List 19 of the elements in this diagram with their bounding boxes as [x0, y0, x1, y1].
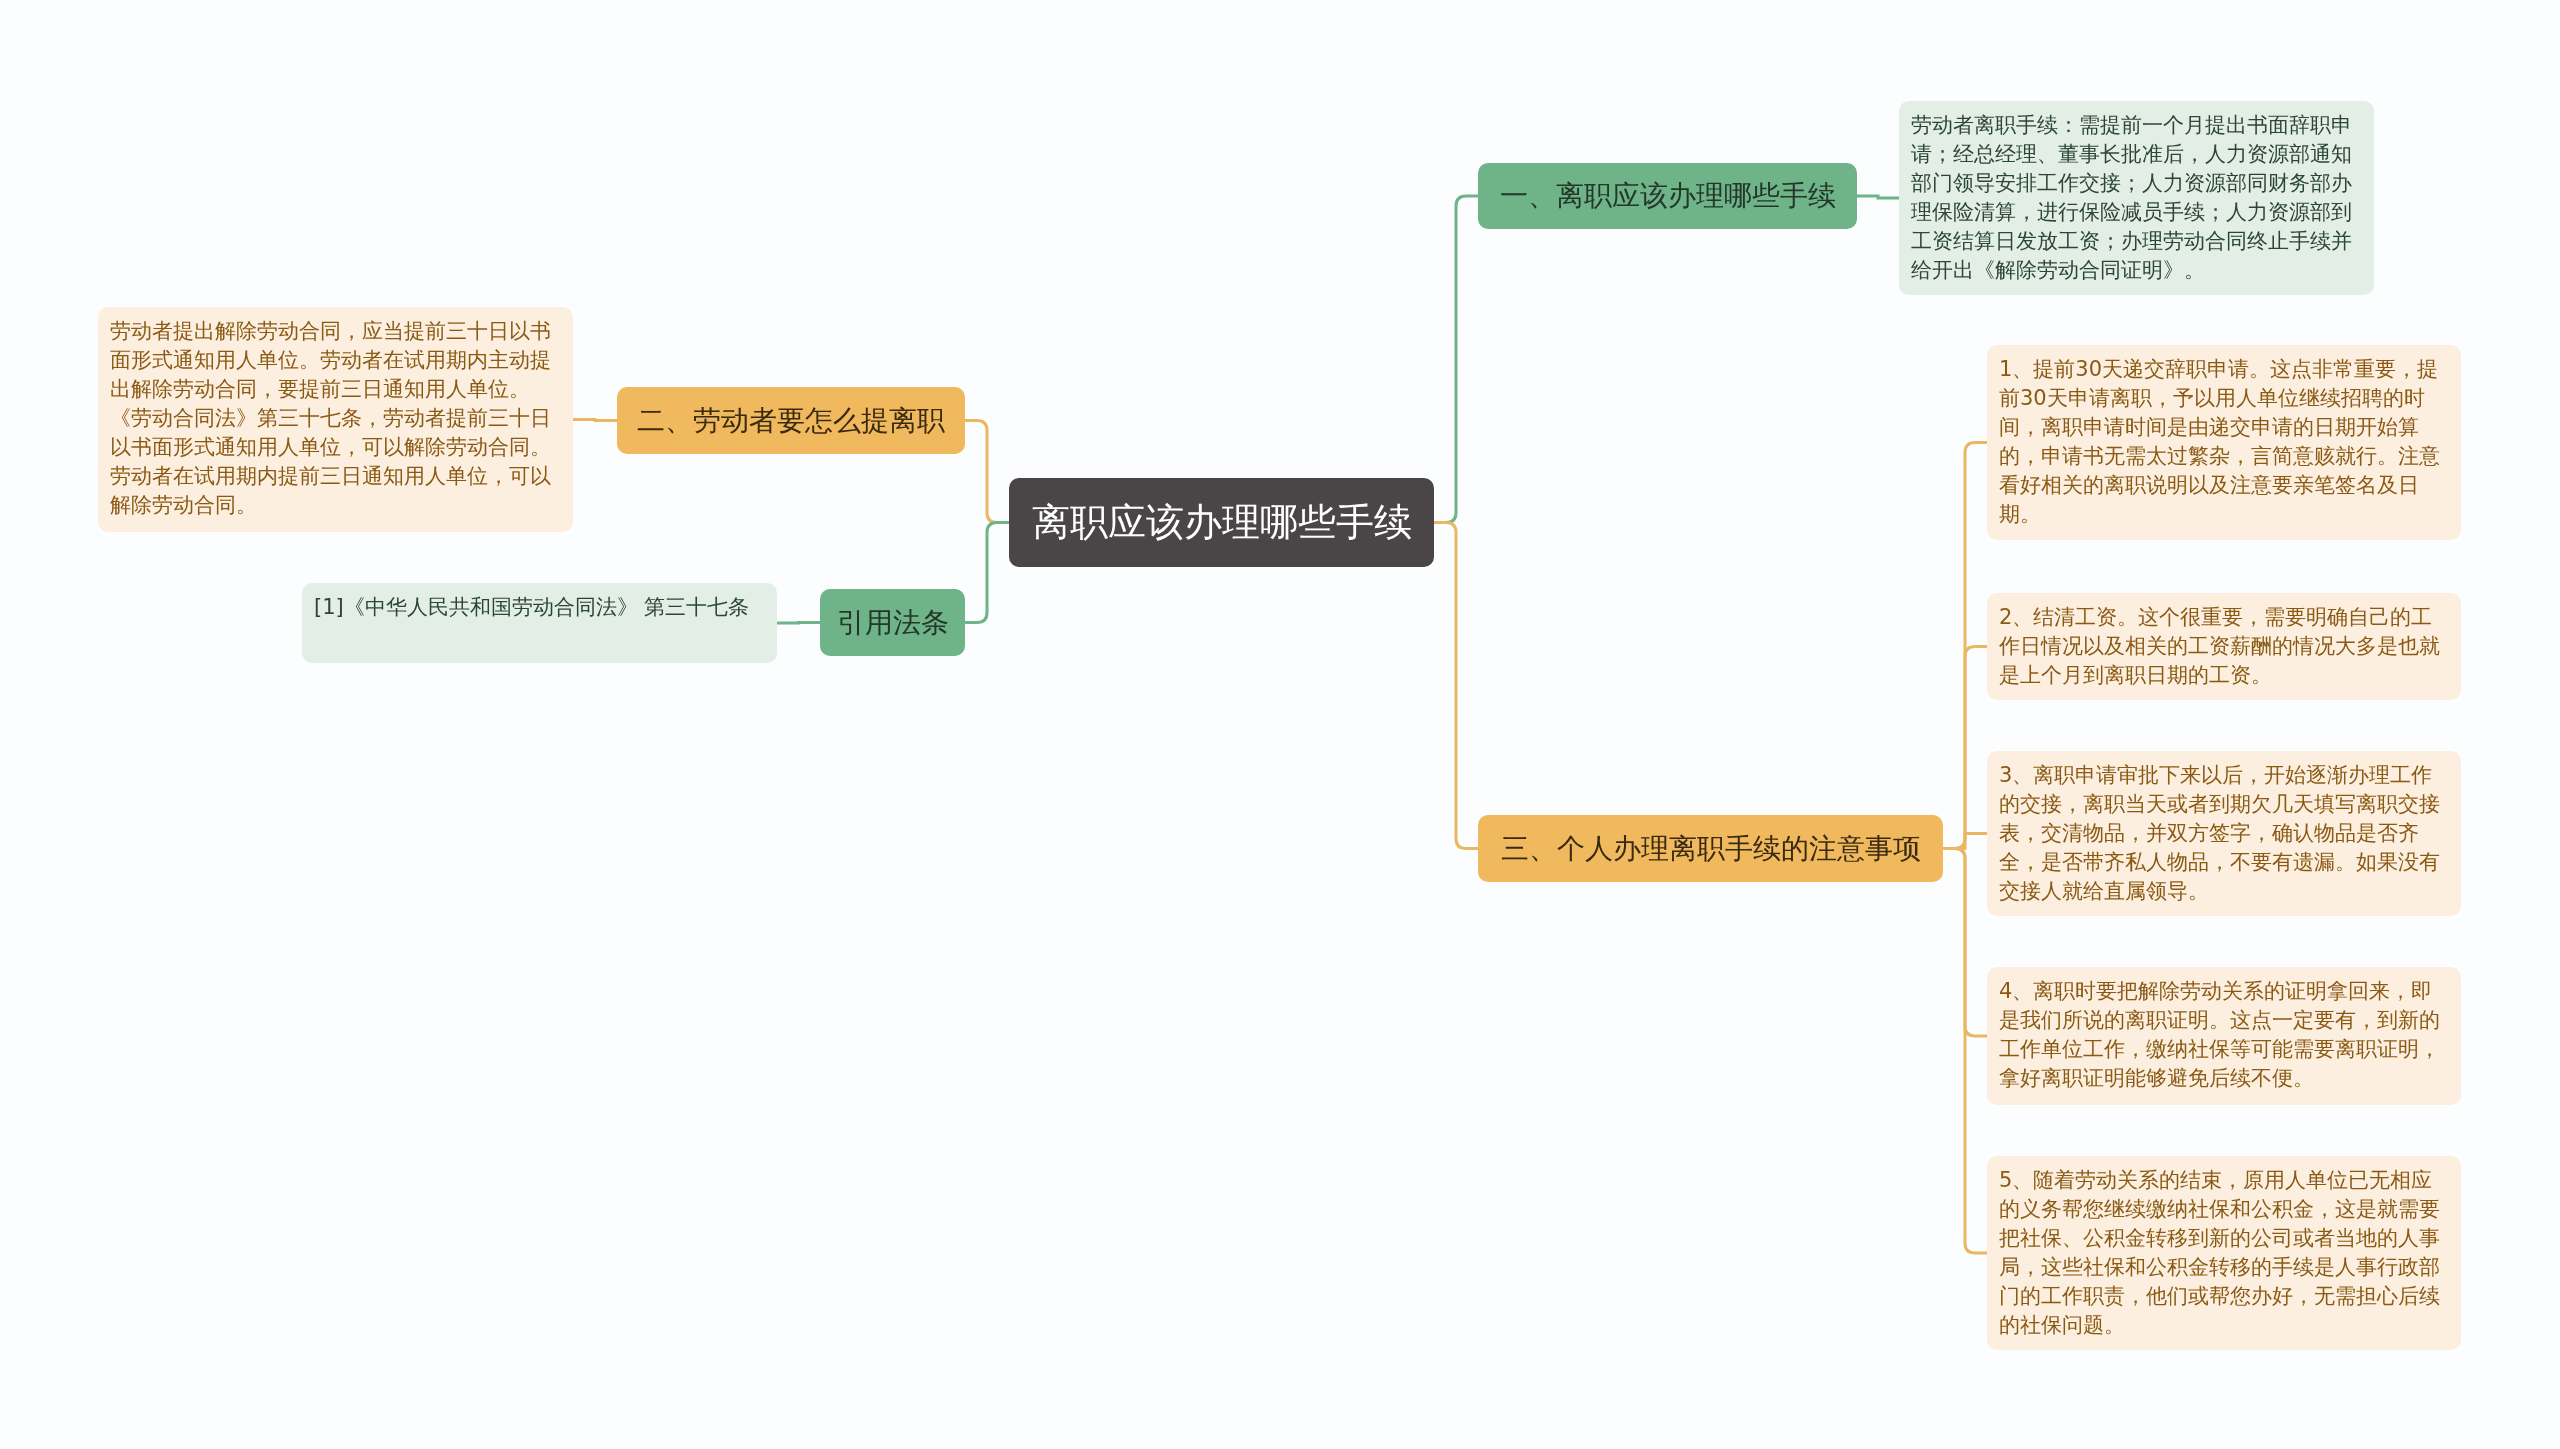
note-box: 5、随着劳动关系的结束，原用人单位已无相应的义务帮您继续缴纳社保和公积金，这是就需要把社保、公积金转移到新的公司或者当地的人事局，这些社保和公积金转移的手续是人事行政部门的工作职责，他们或帮您办好，无需担心后续的社保问题。: [1987, 1156, 2461, 1350]
note-box: 1、提前30天递交辞职申请。这点非常重要，提前30天申请离职，予以用人单位继续招聘的时间，离职申请时间是由递交申请的日期开始算的，申请书无需太过繁杂，言简意赅就行。注意看好相关的离职说明以及注意要亲笔签名及日期。: [1987, 345, 2461, 540]
note-box: 2、结清工资。这个很重要，需要明确自己的工作日情况以及相关的工资薪酬的情况大多是也就是上个月到离职日期的工资。: [1987, 593, 2461, 700]
note-box: 劳动者提出解除劳动合同，应当提前三十日以书面形式通知用人单位。劳动者在试用期内主动提出解除劳动合同，要提前三日通知用人单位。《劳动合同法》第三十七条，劳动者提前三十日以书面形式通知用人单位，可以解除劳动合同。劳动者在试用期内提前三日通知用人单位，可以解除劳动合同。: [98, 307, 573, 532]
branch-topic-box: 一、离职应该办理哪些手续: [1478, 163, 1857, 229]
connector-line: [1434, 521, 1478, 850]
branch-topic-box: 三、个人办理离职手续的注意事项: [1478, 815, 1943, 882]
connector-line: [573, 418, 617, 422]
note-box: 3、离职申请审批下来以后，开始逐渐办理工作的交接，离职当天或者到期欠几天填写离职交接表，交清物品，并双方签字，确认物品是否齐全，是否带齐私人物品，不要有遗漏。如果没有交接人就给直属领导。: [1987, 751, 2461, 916]
central-topic-box: 离职应该办理哪些手续: [1009, 478, 1434, 567]
connector-line: [1857, 194, 1899, 200]
branch-topic-box: 二、劳动者要怎么提离职: [617, 387, 965, 454]
note-box: [1]《中华人民共和国劳动合同法》 第三十七条: [302, 583, 777, 663]
connector-line: [965, 521, 1009, 624]
note-box: 劳动者离职手续：需提前一个月提出书面辞职申请；经总经理、董事长批准后，人力资源部通知部门领导安排工作交接；人力资源部同财务部办理保险清算，进行保险减员手续；人力资源部到工资结算日发放工资；办理劳动合同终止手续并给开出《解除劳动合同证明》。: [1899, 101, 2374, 295]
branch-topic-box: 引用法条: [820, 589, 965, 656]
connector-line: [777, 621, 820, 625]
note-box: 4、离职时要把解除劳动关系的证明拿回来，即是我们所说的离职证明。这点一定要有，到新的工作单位工作，缴纳社保等可能需要离职证明，拿好离职证明能够避免后续不便。: [1987, 967, 2461, 1105]
connector-line: [1943, 847, 1987, 1255]
